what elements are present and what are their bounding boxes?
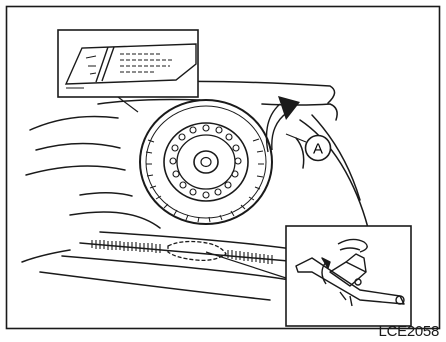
callout-a: A	[306, 136, 331, 161]
callout-a-label: A	[313, 141, 323, 158]
callout-leader	[286, 134, 306, 142]
figure-code: LCE2058	[379, 323, 439, 340]
inset-trunk-board	[58, 30, 198, 97]
inset-board-leader	[118, 97, 138, 112]
tire-icon	[140, 100, 272, 224]
inset-jack	[286, 226, 411, 326]
